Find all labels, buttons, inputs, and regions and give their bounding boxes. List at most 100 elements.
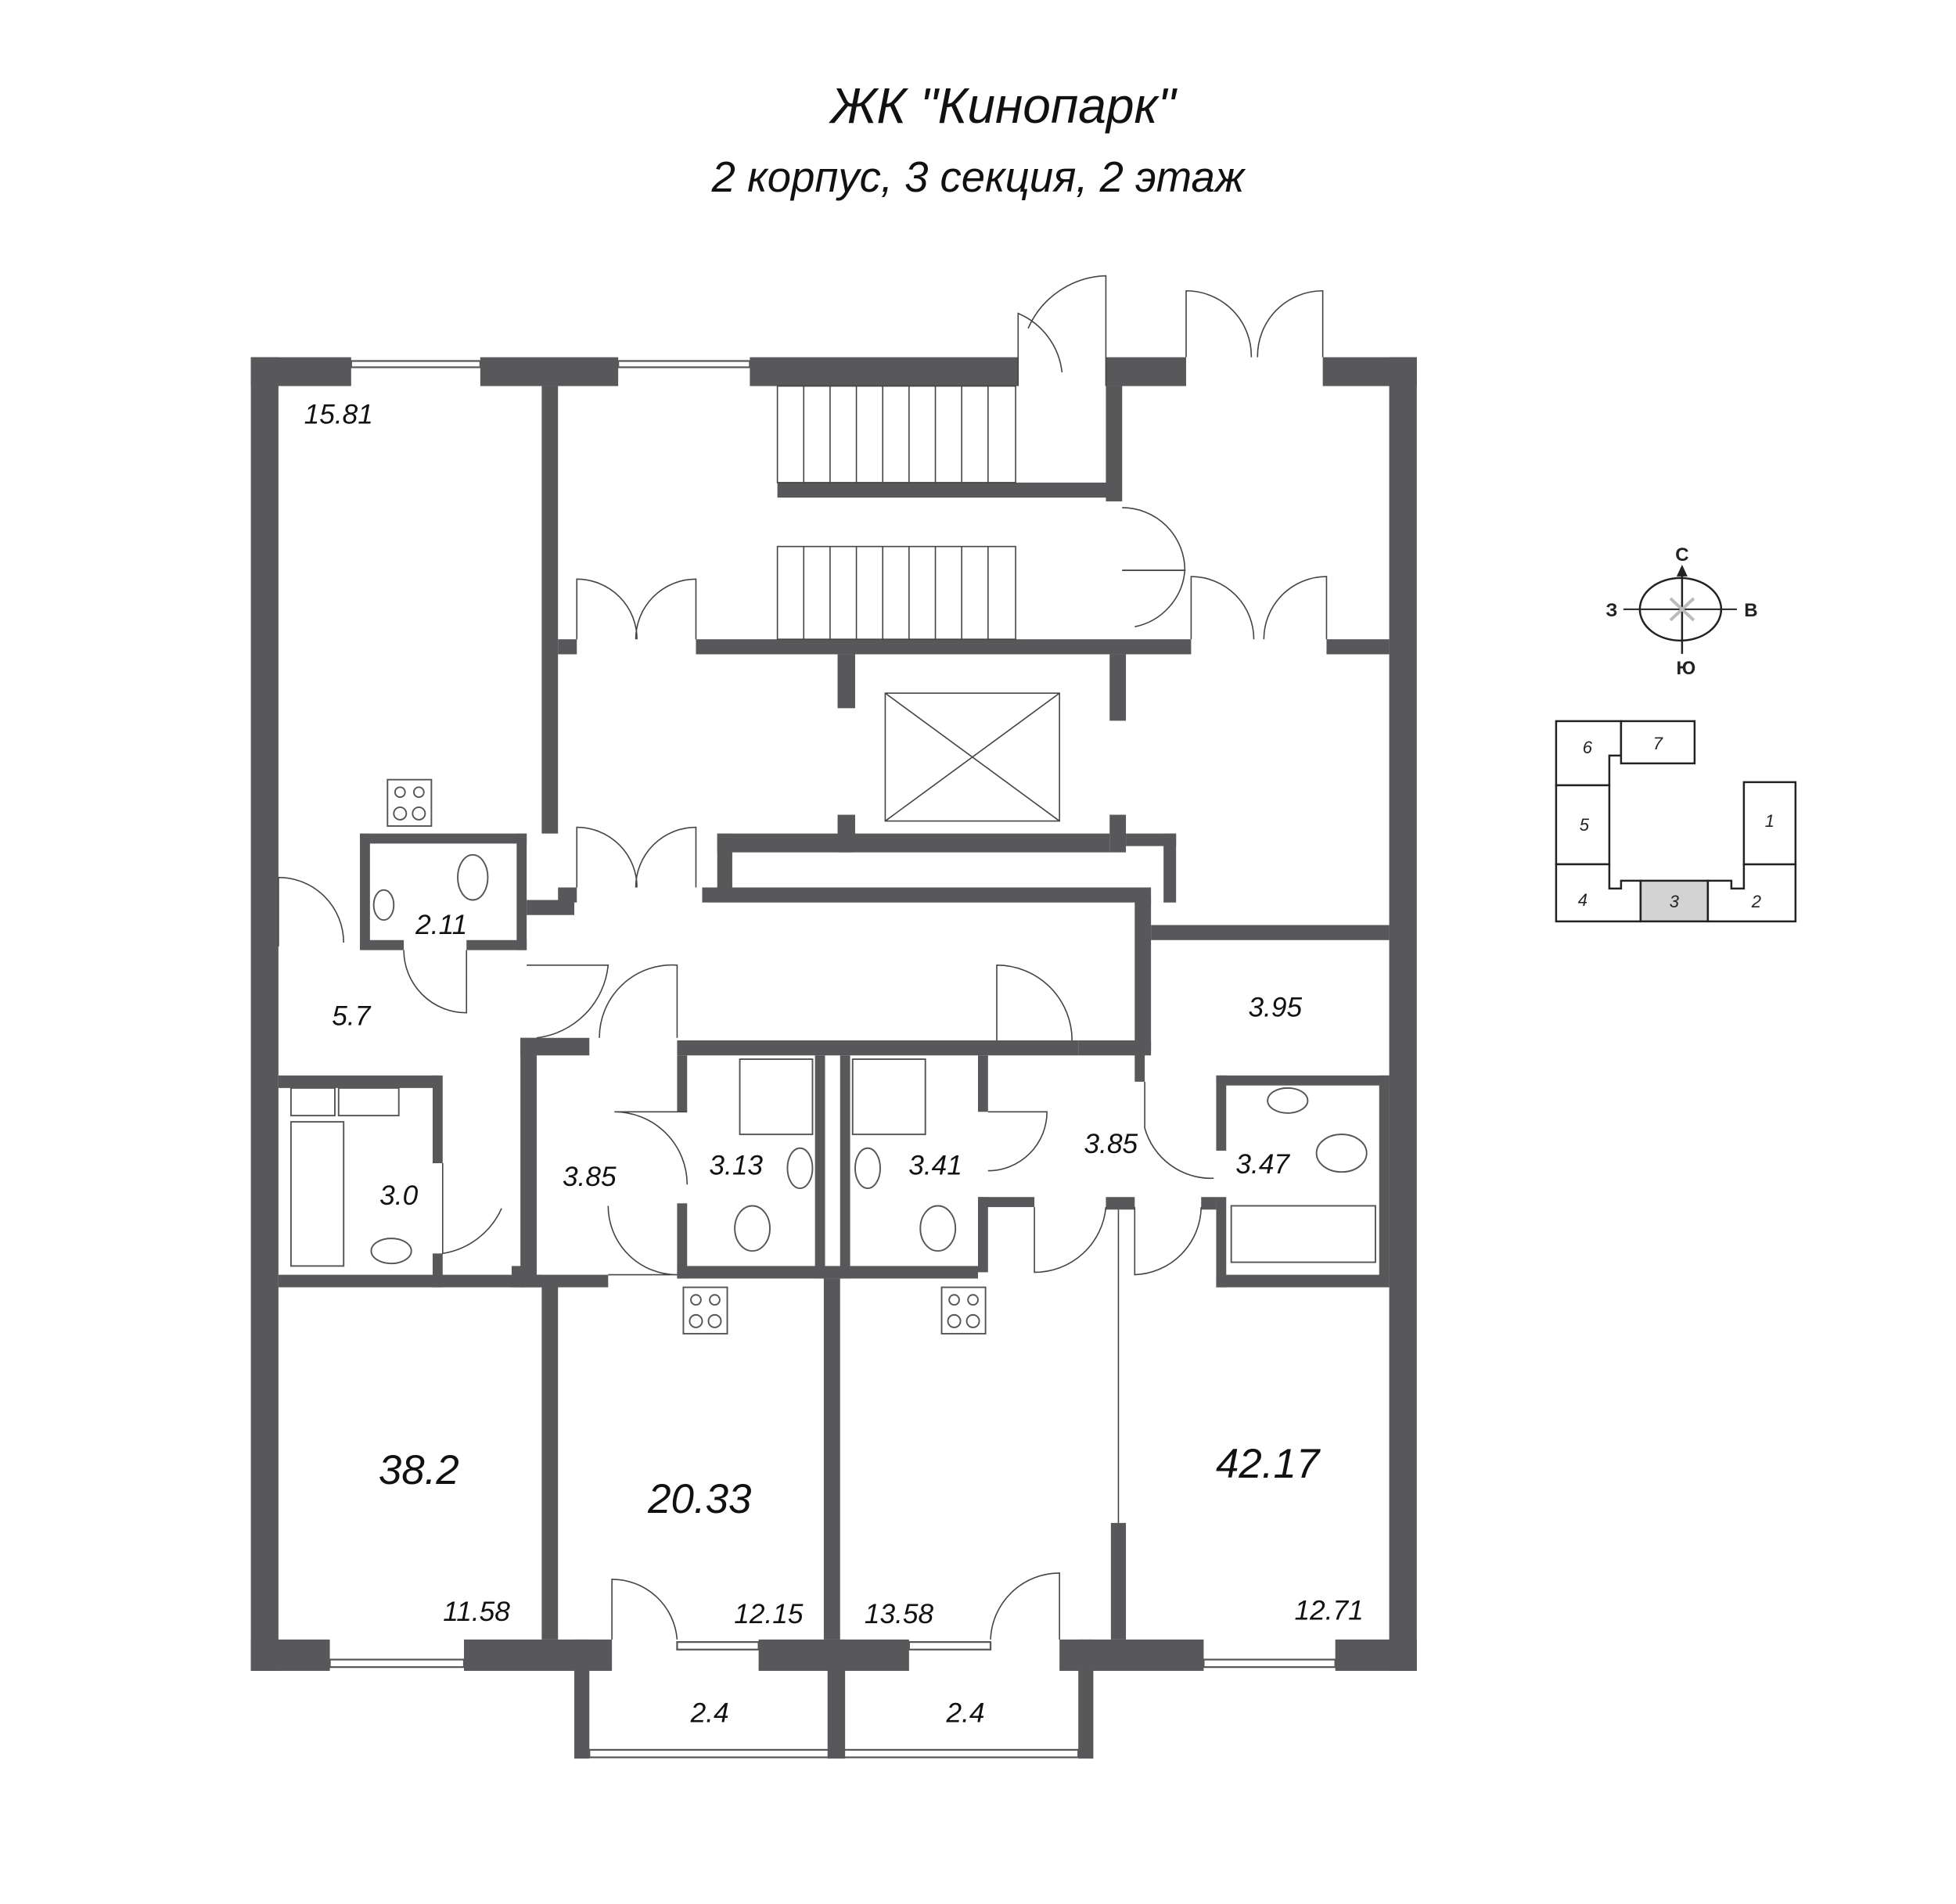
- wall: [1078, 1639, 1094, 1759]
- door-swing: [1122, 569, 1186, 627]
- wall: [278, 1274, 542, 1288]
- door-swing: [635, 578, 697, 640]
- key-plan-label: 5: [1580, 815, 1590, 835]
- walls: [250, 357, 1417, 1759]
- wall: [1106, 386, 1123, 501]
- wall: [827, 1639, 846, 1759]
- door-swing: [576, 578, 638, 640]
- wall: [696, 639, 1192, 655]
- burner: [394, 786, 406, 799]
- compass-east-label: В: [1744, 600, 1757, 621]
- wall: [978, 1197, 988, 1273]
- door-swing: [1190, 576, 1255, 640]
- stove-icon: [940, 1286, 987, 1335]
- door-swing: [611, 1579, 678, 1640]
- window: [676, 1640, 760, 1651]
- wall: [677, 1055, 688, 1112]
- wall: [250, 357, 279, 1671]
- door-swing: [1122, 507, 1186, 571]
- door-swing: [1017, 312, 1063, 386]
- room-area-label: 3.0: [379, 1180, 418, 1211]
- sink-icon: [854, 1147, 881, 1190]
- sink-icon: [370, 1238, 412, 1265]
- burner: [393, 806, 408, 821]
- wall: [717, 833, 732, 890]
- wall: [1109, 814, 1127, 853]
- wall: [814, 1055, 825, 1279]
- wall: [1163, 833, 1177, 903]
- wall: [1109, 654, 1127, 721]
- toilet-icon: [734, 1205, 771, 1252]
- key-plan-section-3: [1639, 879, 1710, 923]
- fixtures: [289, 778, 1376, 1335]
- door-swing: [576, 826, 638, 888]
- wall: [1151, 925, 1390, 940]
- door-swing: [1257, 289, 1324, 357]
- wall: [1335, 1639, 1417, 1671]
- wall: [558, 639, 577, 655]
- compass-west-label: З: [1605, 600, 1617, 621]
- stair-flight: [776, 545, 1016, 641]
- balcony-area-label: 2.4: [945, 1698, 984, 1729]
- wall: [1134, 900, 1152, 1051]
- windows: [329, 360, 1336, 1759]
- wall: [511, 1266, 524, 1288]
- cabinet: [289, 1087, 336, 1117]
- room-area-label: 11.58: [443, 1597, 510, 1627]
- door-swing: [614, 1111, 689, 1185]
- door-swing: [441, 1162, 502, 1255]
- complex-title: ЖК "Кинопарк": [829, 77, 1178, 134]
- wall: [1106, 357, 1186, 386]
- wall: [978, 1055, 988, 1112]
- doors: [278, 275, 1328, 1640]
- wall: [702, 887, 1152, 903]
- stairs: [776, 385, 1016, 641]
- bathtub-icon: [1230, 1205, 1376, 1263]
- room-area-label: 3.41: [908, 1150, 962, 1180]
- key-plan-section-5: [1555, 784, 1611, 866]
- wall: [360, 939, 405, 950]
- key-plan: [1555, 720, 1797, 923]
- wall: [677, 1040, 1079, 1056]
- door-swing: [1185, 289, 1253, 357]
- door-swing: [1027, 275, 1107, 386]
- wall: [541, 386, 559, 834]
- wall: [978, 1197, 1035, 1208]
- burner: [709, 1294, 721, 1306]
- room-area-label: 3.47: [1235, 1149, 1290, 1180]
- wall: [1379, 1075, 1390, 1277]
- wall: [677, 1203, 688, 1279]
- room-area-label: 12.15: [734, 1599, 804, 1629]
- wall: [750, 357, 1019, 386]
- door-swing: [278, 876, 345, 947]
- key-plan-label: 7: [1653, 734, 1663, 753]
- window: [908, 1640, 992, 1651]
- sink-icon: [786, 1147, 814, 1190]
- wall: [677, 1266, 978, 1279]
- window: [617, 360, 751, 368]
- toilet-icon: [919, 1205, 957, 1252]
- burner: [947, 1313, 962, 1328]
- wall: [1216, 1075, 1227, 1151]
- door-swing: [635, 826, 697, 888]
- compass-south-label: Ю: [1677, 658, 1696, 679]
- key-plan-label: 3: [1670, 892, 1680, 911]
- bathtub-icon: [289, 1121, 345, 1267]
- apartment-total-area: 38.2: [379, 1447, 459, 1493]
- wall: [1216, 1075, 1390, 1086]
- room-area-label: 5.7: [332, 1001, 371, 1032]
- window: [1203, 1658, 1336, 1669]
- compass-icon: С З В Ю: [1605, 544, 1757, 679]
- room-area-label: 2.11: [415, 910, 467, 940]
- wall: [480, 357, 619, 386]
- burner: [689, 1313, 703, 1328]
- sink-icon: [1267, 1087, 1309, 1114]
- sink-icon: [372, 889, 395, 921]
- door-swing: [599, 964, 678, 1038]
- shower-icon: [739, 1058, 814, 1136]
- shower-icon: [851, 1058, 926, 1136]
- wall: [527, 900, 575, 915]
- door-swing: [990, 1572, 1060, 1640]
- door-swing: [1144, 1081, 1214, 1180]
